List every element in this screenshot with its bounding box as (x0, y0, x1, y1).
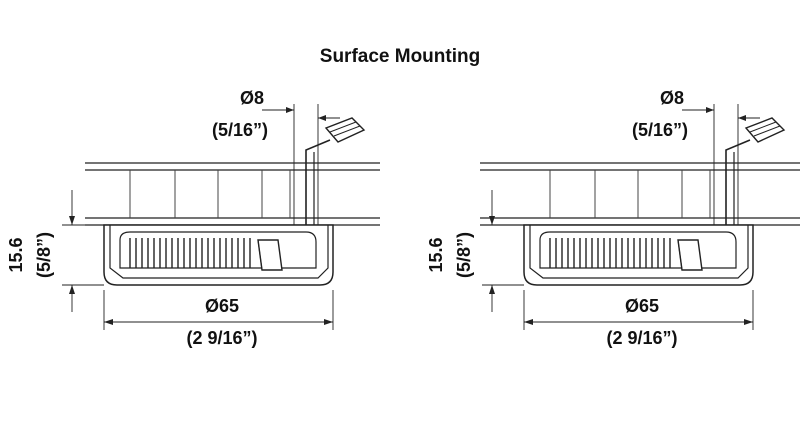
diameter-inch-label: (2 9/16”) (186, 328, 257, 348)
hole-diameter-inch-label: (5/16”) (632, 120, 688, 140)
light-fixture (103, 224, 334, 286)
diameter-dimension (103, 290, 334, 330)
height-dimension (482, 190, 524, 312)
height-inch-label: (5/8”) (454, 232, 474, 278)
mounting-board (480, 162, 800, 226)
left-view: Ø8 (5/16”) Ø65 (2 9/16”) 15.6 (5/8”) (6, 88, 380, 348)
light-fixture (523, 224, 754, 286)
hole-diameter-label: Ø8 (240, 88, 264, 108)
diameter-inch-label: (2 9/16”) (606, 328, 677, 348)
diameter-dimension (523, 290, 754, 330)
diagram-title: Surface Mounting (319, 46, 481, 67)
diameter-label: Ø65 (205, 296, 239, 316)
height-inch-label: (5/8”) (34, 232, 54, 278)
diameter-label: Ø65 (625, 296, 659, 316)
height-label: 15.6 (426, 237, 446, 272)
height-dimension (62, 190, 104, 312)
hole-dimension (682, 104, 760, 225)
mounting-board (85, 162, 380, 226)
hole-diameter-label: Ø8 (660, 88, 684, 108)
height-label: 15.6 (6, 237, 26, 272)
cable-connector (725, 117, 786, 225)
right-view: Ø8 (5/16”) Ø65 (2 9/16”) 15.6 (5/8”) (426, 88, 800, 348)
hole-dimension (262, 104, 340, 225)
hole-diameter-inch-label: (5/16”) (212, 120, 268, 140)
cable-connector (305, 117, 366, 225)
